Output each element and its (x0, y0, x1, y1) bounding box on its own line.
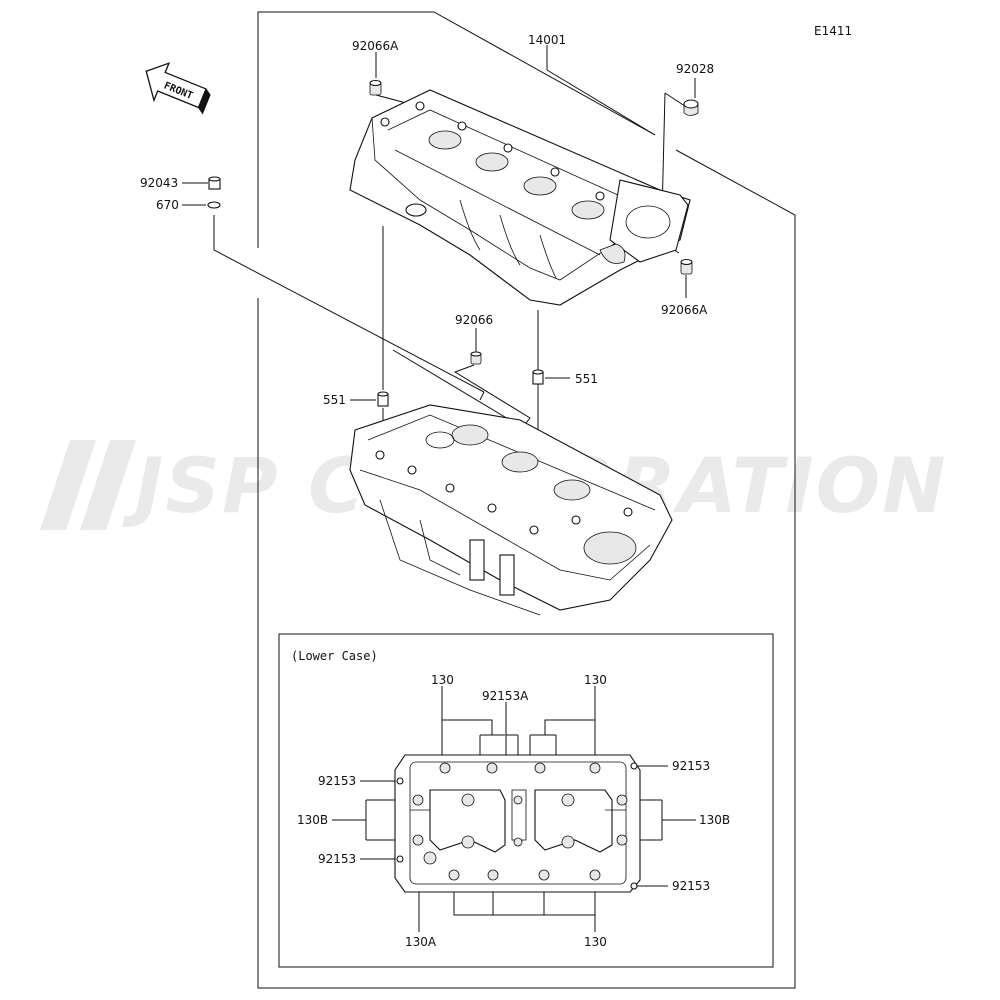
part-label-92066: 92066 (455, 313, 493, 327)
inset-label-130A: 130A (405, 935, 437, 949)
part-label-551-right: 551 (575, 372, 598, 386)
lower-case-bottom-view (394, 754, 641, 893)
o-ring-670-icon (207, 201, 221, 209)
diagram-code: E1411 (814, 24, 852, 38)
inset-label-92153A: 92153A (482, 689, 529, 703)
part-label-92043: 92043 (140, 176, 178, 190)
part-label-14001: 14001 (528, 33, 566, 47)
inset-title: (Lower Case) (291, 649, 378, 663)
inset-label-130B-right: 130B (699, 813, 730, 827)
inset-label-92153-right-top: 92153 (672, 759, 710, 773)
part-label-551-left: 551 (323, 393, 346, 407)
part-label-92066A-right: 92066A (661, 303, 708, 317)
upper-crankcase-drawing (349, 89, 691, 306)
inset-label-92153-left-bottom: 92153 (318, 852, 356, 866)
inset-label-130-top-left: 130 (431, 673, 454, 687)
lower-crankcase-drawing (349, 404, 673, 616)
collar-92028-icon (683, 99, 699, 116)
part-label-92066A-top: 92066A (352, 39, 399, 53)
part-label-92028: 92028 (676, 62, 714, 76)
plug-92066A-top-icon (369, 79, 382, 96)
inset-label-130-top-right: 130 (584, 673, 607, 687)
assembly-frame (257, 11, 796, 989)
inset-label-92153-right-bottom: 92153 (672, 879, 710, 893)
pin-92043-icon (208, 176, 221, 190)
front-arrow-icon: FRONT (145, 62, 211, 115)
plug-92066A-right-icon (680, 258, 693, 275)
part-label-670: 670 (156, 198, 179, 212)
inset-label-130B-left: 130B (297, 813, 328, 827)
plug-92066-icon (470, 351, 482, 365)
dowel-551-left-icon (377, 391, 389, 407)
lower-case-inset (278, 633, 774, 968)
inset-label-130-bottom: 130 (584, 935, 607, 949)
dowel-551-right-icon (532, 369, 544, 385)
inset-label-92153-left-top: 92153 (318, 774, 356, 788)
